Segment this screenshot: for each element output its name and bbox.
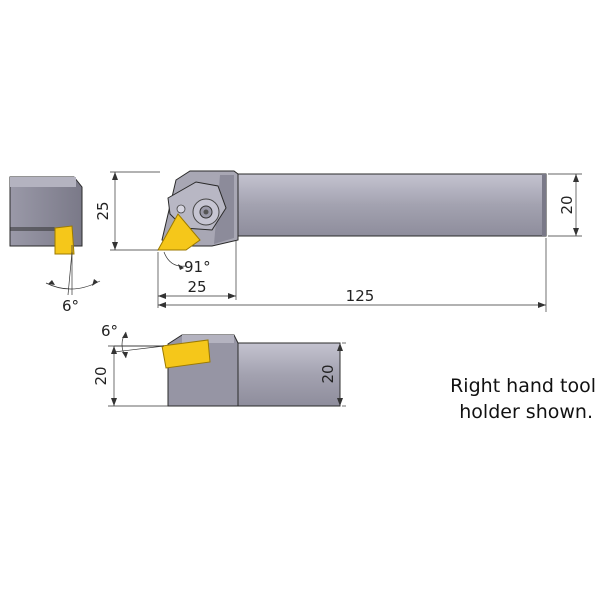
side-view: 6° 20 20 bbox=[92, 322, 346, 407]
note-line-2: holder shown. bbox=[459, 401, 593, 423]
top-view-shank bbox=[233, 173, 547, 237]
side-view-shank bbox=[235, 342, 341, 407]
end-view: 6° bbox=[9, 176, 101, 315]
top-view-shank-chamfer bbox=[542, 174, 546, 236]
end-view-insert bbox=[54, 225, 75, 255]
top-view: 25 20 91° 25 125 bbox=[94, 170, 582, 312]
side-view-insert bbox=[161, 339, 211, 369]
front-width-label: 20 bbox=[319, 364, 337, 383]
end-view-top-face bbox=[10, 177, 76, 187]
overall-length-label: 125 bbox=[346, 287, 375, 305]
shank-width-label: 20 bbox=[558, 195, 576, 214]
front-height-label: 20 bbox=[92, 366, 110, 385]
note-line-1: Right hand tool bbox=[450, 375, 596, 397]
side-clearance-angle-label: 6° bbox=[101, 322, 118, 340]
top-view-insert bbox=[157, 213, 201, 251]
head-length-label: 25 bbox=[187, 278, 206, 296]
end-clearance-angle-label: 6° bbox=[62, 297, 79, 315]
approach-angle-label: 91° bbox=[184, 258, 211, 276]
shank-height-label: 25 bbox=[94, 201, 112, 220]
